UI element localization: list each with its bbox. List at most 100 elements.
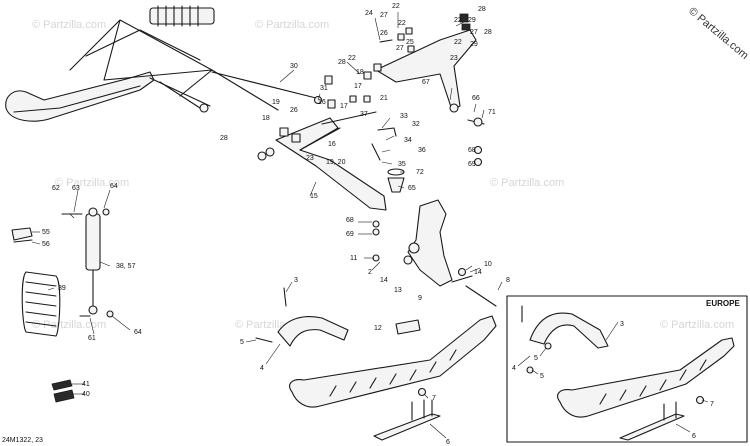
callout: 69 xyxy=(468,161,476,168)
upper-right-a-arm xyxy=(375,29,485,127)
callout: 41 xyxy=(82,381,90,388)
callout: 26 xyxy=(290,107,298,114)
nut-5b xyxy=(544,342,552,350)
watermarks: © Partzilla.com © Partzilla.com © Partzi… xyxy=(32,19,734,331)
callout: 2 xyxy=(368,269,372,276)
ski-europe xyxy=(557,337,735,418)
callout: 28 xyxy=(484,29,492,36)
europe-label: EUROPE xyxy=(706,299,740,308)
upper-a-arm-left-2 xyxy=(85,29,211,107)
callout: 15 xyxy=(310,193,318,200)
center-bottom-ski xyxy=(255,287,497,441)
nut-7b xyxy=(695,395,705,405)
nut-68 xyxy=(473,145,483,155)
callout: 62 xyxy=(52,185,60,192)
bushing xyxy=(324,75,333,85)
callout: 21 xyxy=(380,95,388,102)
bolt-5 xyxy=(255,337,273,343)
lower-a-arm-cross xyxy=(299,127,341,151)
nut xyxy=(459,13,469,23)
callout: 19, 20 xyxy=(326,159,346,166)
callout: 56 xyxy=(42,241,50,248)
washer-14 xyxy=(457,267,467,277)
callout: 11 xyxy=(350,255,357,262)
ski-leg-center xyxy=(277,315,349,347)
callout: 13 xyxy=(394,287,402,294)
bushing xyxy=(349,95,357,103)
retainer-56 xyxy=(13,239,33,243)
callout: 67 xyxy=(422,79,430,86)
callout: 16 xyxy=(328,141,336,148)
diagram-code: 24M1322, 23 xyxy=(2,437,43,444)
callout: 9 xyxy=(418,295,422,302)
callout: 5 xyxy=(540,373,544,380)
callout: 23 xyxy=(306,155,314,162)
ball-joint-67 xyxy=(449,103,459,113)
callout: 30 xyxy=(290,63,298,70)
bushing xyxy=(199,103,209,113)
left-shock-assembly xyxy=(11,207,114,403)
nut-69 xyxy=(473,157,483,167)
watermark: © Partzilla.com xyxy=(55,177,129,189)
spindle-bushing xyxy=(408,242,420,254)
stabilizer-link xyxy=(371,143,381,161)
washer xyxy=(363,71,372,80)
washer xyxy=(397,33,405,41)
bushing xyxy=(265,147,275,157)
lower-a-arm xyxy=(257,111,405,211)
bushing xyxy=(327,99,336,109)
runner-studs xyxy=(411,399,433,421)
leader-lines xyxy=(31,12,709,439)
callout: 14 xyxy=(474,269,482,276)
runner-6-europe xyxy=(619,413,685,441)
shock-body xyxy=(85,213,101,271)
callout: 8 xyxy=(506,277,510,284)
tie-rod-end xyxy=(473,117,483,127)
shock-eye-top xyxy=(88,207,98,217)
ball-joint-65 xyxy=(387,177,405,193)
hardware-column-top xyxy=(324,13,483,167)
runner-studs-europe xyxy=(663,401,677,421)
nut-64b xyxy=(106,310,114,318)
callout: 5 xyxy=(534,355,538,362)
callout: 29 xyxy=(470,41,478,48)
callout: 38, 57 xyxy=(116,263,136,270)
lower-a-arm-body xyxy=(275,117,387,211)
handle-12 xyxy=(395,319,421,335)
callout: 63 xyxy=(72,185,80,192)
callout: 22 xyxy=(454,39,462,46)
callout: 22 xyxy=(454,17,462,24)
spindle xyxy=(372,199,497,307)
pad-41 xyxy=(51,379,73,391)
washer xyxy=(372,228,380,236)
callout: 19 xyxy=(272,99,280,106)
callout: 28 xyxy=(220,135,228,142)
callout: 17 xyxy=(340,103,348,110)
partzilla-brand: © Partzilla.com xyxy=(686,5,750,62)
runner-6 xyxy=(373,413,441,441)
callout: 32 xyxy=(412,121,420,128)
callout: 18 xyxy=(356,69,364,76)
callout-labels: 24 22 27 22 26 28 27 22 29 25 23 22 27 2… xyxy=(42,3,714,446)
callout: 28 xyxy=(338,59,346,66)
callout: 6 xyxy=(692,433,696,440)
link-left xyxy=(159,81,201,109)
bushing xyxy=(279,127,289,137)
washer xyxy=(407,45,415,53)
callout: 4 xyxy=(512,365,516,372)
upper-left-assembly xyxy=(5,5,323,122)
shock-spring-top-left xyxy=(157,5,199,27)
callout: 65 xyxy=(408,185,416,192)
callout: 7 xyxy=(432,395,436,402)
callout: 4 xyxy=(260,365,264,372)
callout: 39 xyxy=(58,285,66,292)
washer xyxy=(405,27,413,35)
ski-europe-ribs xyxy=(599,359,707,405)
callout: 35 xyxy=(398,161,406,168)
callout: 27 xyxy=(470,29,478,36)
link-rod xyxy=(321,111,377,125)
rod-30 xyxy=(211,71,317,99)
ski-runner-top-left xyxy=(13,85,141,113)
watermark: © Partzilla.com xyxy=(255,19,329,31)
callout: 33 xyxy=(400,113,408,120)
